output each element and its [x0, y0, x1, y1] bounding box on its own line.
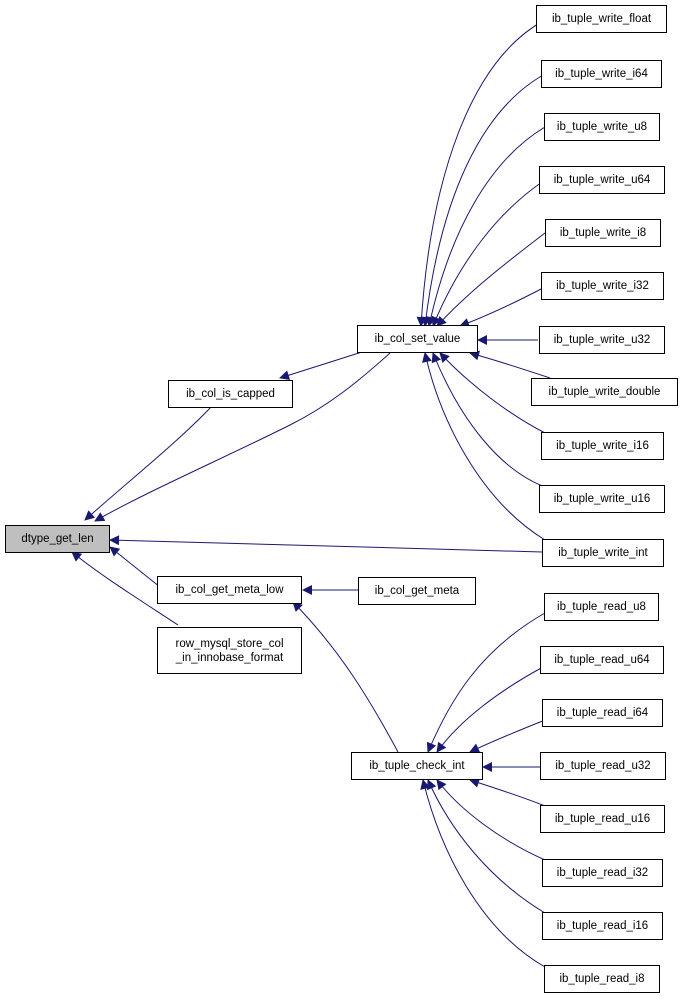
node-ib-tuple-write-u64[interactable]: ib_tuple_write_u64 — [539, 166, 665, 194]
edge-r-i16-to-check-int — [427, 779, 546, 914]
edge-w-i16-to-set-value — [439, 352, 546, 434]
node-row-mysql-store-col[interactable]: row_mysql_store_col _in_innobase_format — [157, 627, 302, 674]
node-ib-col-get-meta-low[interactable]: ib_col_get_meta_low — [157, 576, 302, 604]
edge-w-float-to-set-value — [416, 19, 546, 327]
node-ib-col-is-capped[interactable]: ib_col_is_capped — [168, 380, 293, 408]
edge-r-i32-to-check-int — [436, 779, 546, 861]
edge-r-u16-to-check-int — [469, 777, 546, 807]
node-ib-tuple-read-i32[interactable]: ib_tuple_read_i32 — [542, 859, 663, 887]
node-ib-tuple-read-u8[interactable]: ib_tuple_read_u8 — [544, 593, 659, 621]
edge-check-int-to-get-meta-low — [292, 601, 399, 753]
node-ib-tuple-read-i16[interactable]: ib_tuple_read_i16 — [542, 912, 663, 940]
edge-write-int-to-root — [109, 535, 543, 553]
node-ib-col-set-value[interactable]: ib_col_set_value — [357, 325, 478, 353]
node-ib-tuple-read-i64[interactable]: ib_tuple_read_i64 — [542, 699, 663, 727]
edge-w-u64-to-set-value — [431, 179, 546, 327]
node-ib-tuple-read-u16[interactable]: ib_tuple_read_u16 — [540, 805, 665, 833]
edge-row-mysql-to-root — [71, 551, 179, 626]
node-ib-tuple-write-u32[interactable]: ib_tuple_write_u32 — [539, 326, 665, 354]
node-ib-tuple-write-i8[interactable]: ib_tuple_write_i8 — [545, 219, 661, 247]
edge-w-u8-to-set-value — [426, 126, 546, 327]
node-ib-tuple-write-u8[interactable]: ib_tuple_write_u8 — [544, 113, 660, 141]
edge-r-i8-to-check-int — [420, 779, 546, 968]
node-ib-tuple-read-u32[interactable]: ib_tuple_read_u32 — [540, 752, 666, 780]
node-ib-tuple-write-i16[interactable]: ib_tuple_write_i16 — [541, 432, 664, 460]
edge-set-value-to-capped — [279, 351, 363, 381]
node-ib-tuple-read-i8[interactable]: ib_tuple_read_i8 — [544, 965, 660, 993]
node-ib-tuple-write-u16[interactable]: ib_tuple_write_u16 — [539, 485, 665, 513]
edge-set-value-to-root — [94, 352, 391, 522]
edge-w-int-to-set-value — [422, 352, 546, 541]
edge-r-u64-to-check-int — [436, 665, 546, 753]
node-ib-tuple-write-int[interactable]: ib_tuple_write_int — [542, 539, 664, 567]
node-ib-tuple-write-double[interactable]: ib_tuple_write_double — [531, 378, 678, 406]
node-ib-col-get-meta[interactable]: ib_col_get_meta — [358, 577, 476, 605]
node-ib-tuple-write-float[interactable]: ib_tuple_write_float — [536, 5, 667, 33]
edge-get-meta-low-to-root — [109, 546, 161, 588]
edge-r-u8-to-check-int — [426, 612, 546, 753]
edge-w-i32-to-set-value — [459, 286, 546, 328]
node-ib-tuple-read-u64[interactable]: ib_tuple_read_u64 — [540, 646, 664, 674]
edge-w-double-to-set-value — [469, 350, 551, 379]
node-dtype-get-len[interactable]: dtype_get_len — [5, 525, 110, 553]
node-ib-tuple-write-i64[interactable]: ib_tuple_write_i64 — [541, 60, 662, 88]
edge-w-i64-to-set-value — [421, 73, 546, 327]
node-ib-tuple-check-int[interactable]: ib_tuple_check_int — [351, 752, 483, 780]
edge-w-u16-to-set-value — [431, 352, 546, 488]
node-ib-tuple-write-i32[interactable]: ib_tuple_write_i32 — [541, 272, 664, 300]
edge-w-i8-to-set-value — [436, 232, 546, 327]
edge-capped-to-root — [84, 405, 213, 521]
edge-r-i64-to-check-int — [469, 719, 546, 753]
